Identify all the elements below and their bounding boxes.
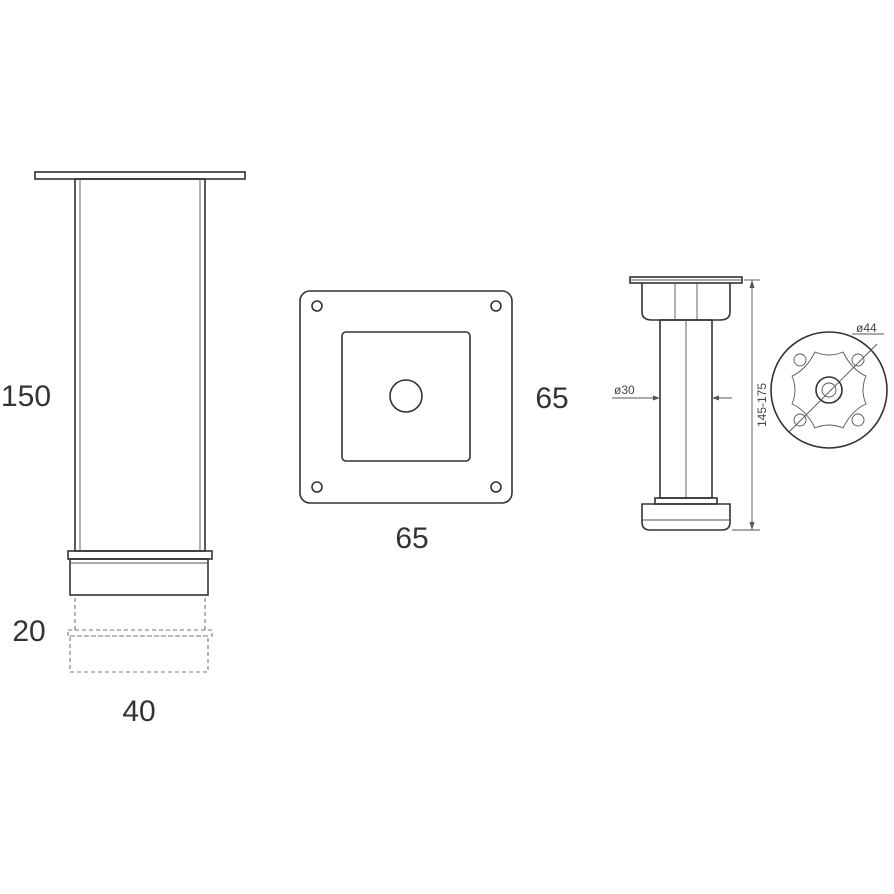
foot-collar <box>67 550 213 560</box>
screw-hole-top-right <box>490 300 502 312</box>
plate-height-label: 65 <box>535 382 568 415</box>
foot-outer-circle <box>770 331 888 449</box>
adj-mount-cup <box>641 283 731 321</box>
screw-hole-top-left <box>311 300 323 312</box>
plate-width-label: 65 <box>395 522 428 555</box>
leg-width-label: 40 <box>122 695 155 728</box>
foot-top-view: ø44 <box>770 321 888 449</box>
mount-plate-view: 65 65 <box>299 290 569 555</box>
foot-base <box>69 558 209 596</box>
foot-diameter-label: ø44 <box>856 321 877 335</box>
adj-foot <box>641 503 731 531</box>
leg-tube <box>74 178 206 552</box>
adjust-collar-ghost <box>67 629 213 637</box>
top-flange <box>34 171 246 180</box>
height-range-label: 145-175 <box>755 383 769 427</box>
foot-inner-profile <box>791 351 867 429</box>
leg-height-label: 150 <box>1 380 51 413</box>
screw-hole-bottom-right <box>490 481 502 493</box>
adjust-height-label: 20 <box>12 615 45 648</box>
screw-hole-bottom-left <box>311 481 323 493</box>
foot-center-ring <box>815 376 843 404</box>
plate-inner-square <box>341 331 471 462</box>
adj-foot-collar <box>654 497 718 505</box>
side-view-leg: 150 20 40 <box>1 171 246 728</box>
adjust-base-ghost <box>69 635 209 673</box>
foot-center-hole <box>821 382 837 398</box>
mount-plate <box>299 290 513 504</box>
foot-hole-bottom-right <box>851 413 865 427</box>
adjustable-leg-view: ø30 145-175 <box>612 276 769 531</box>
center-hole <box>389 379 423 413</box>
foot-hole-top-left <box>793 353 807 367</box>
foot-hole-top-right <box>851 353 865 367</box>
foot-hole-bottom-left <box>793 413 807 427</box>
tube-diameter-label: ø30 <box>614 383 635 397</box>
